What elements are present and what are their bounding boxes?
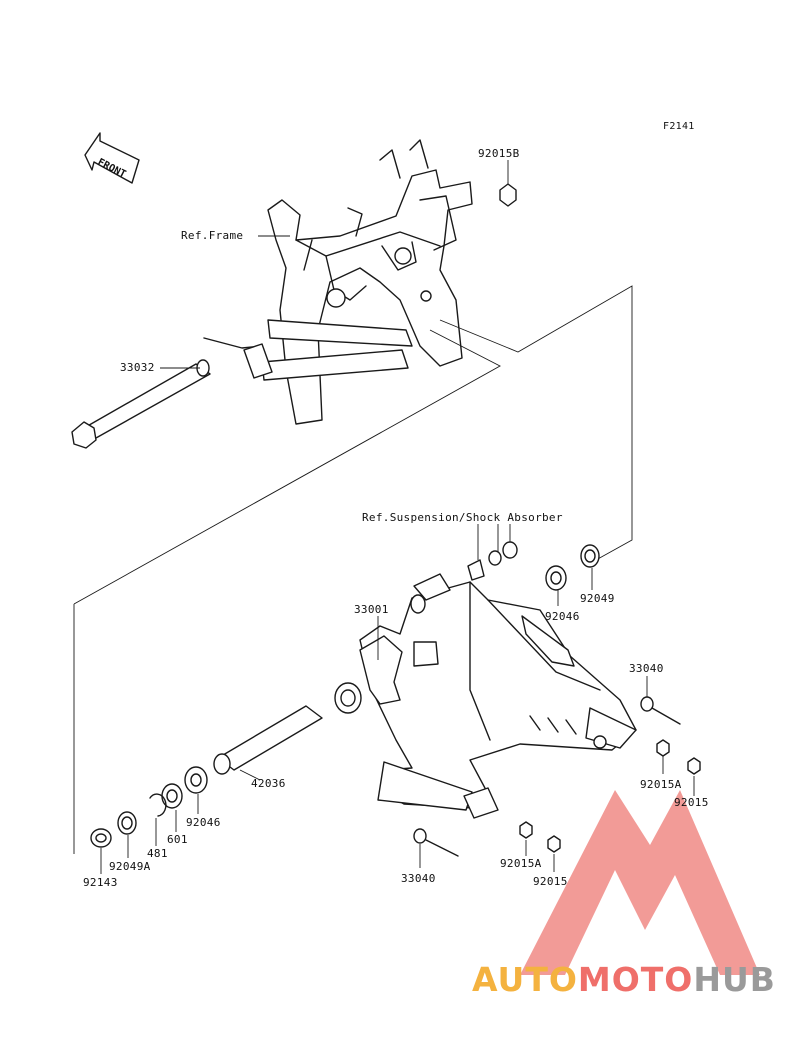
part-label-92046-top: 92046 [545,610,580,623]
part-label-92143: 92143 [83,876,118,889]
part-label-42036: 42036 [251,777,286,790]
part-label-92015A-bottom: 92015A [500,857,542,870]
ref-frame-label: Ref.Frame [181,229,244,242]
part-label-92015-bottom: 92015 [533,875,568,888]
part-label-33040-right: 33040 [629,662,664,675]
part-label-92015-right: 92015 [674,796,709,809]
watermark-logo-text: AUTOMOTOHUB [472,960,776,999]
part-label-33032: 33032 [120,361,155,374]
part-label-92046-left: 92046 [186,816,221,829]
pivot-shaft-33032 [71,359,211,449]
leader-lines [100,160,695,874]
part-label-601: 601 [167,833,188,846]
frame-drawing [203,139,473,425]
small-parts [90,183,701,857]
part-label-33040-bottom: 33040 [401,872,436,885]
front-arrow-icon: FRONT [84,132,140,184]
part-label-92015A-right: 92015A [640,778,682,791]
part-label-481: 481 [147,847,168,860]
swingarm-drawing [359,573,637,819]
part-label-33001: 33001 [354,603,389,616]
watermark-word-hub: HUB [693,960,776,999]
part-label-92049A: 92049A [109,860,151,873]
watermark-logo-mark [520,790,760,975]
part-label-92049: 92049 [580,592,615,605]
watermark-word-auto: AUTO [472,960,578,999]
watermark-word-moto: MOTO [577,960,694,999]
diagram-code: F2141 [663,121,695,132]
ref-suspension-label: Ref.Suspension/Shock Absorber [362,511,563,524]
part-label-92015B: 92015B [478,147,520,160]
reference-outline [73,285,633,854]
